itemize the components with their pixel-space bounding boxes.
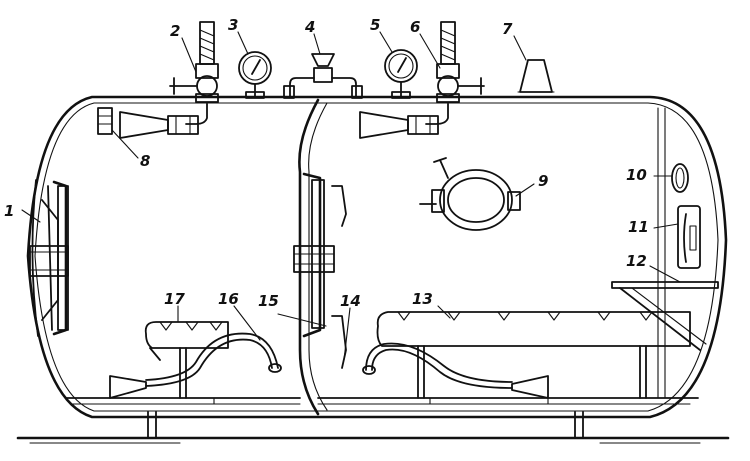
floor <box>16 436 730 444</box>
chamber-hull <box>26 95 728 419</box>
shelf-table <box>611 281 719 351</box>
callout-11: 11 <box>628 218 649 236</box>
callout-2: 2 <box>170 22 180 40</box>
pressure-gauge-left <box>238 51 272 99</box>
air-diffuser-right <box>359 111 439 139</box>
bulkhead <box>298 98 328 416</box>
breathing-hose-right <box>362 342 549 399</box>
callout-4: 4 <box>304 18 315 36</box>
callout-5: 5 <box>370 16 380 34</box>
ceiling-lamp <box>97 107 113 135</box>
breathing-hose-left <box>109 332 282 399</box>
callout-1: 1 <box>4 202 14 220</box>
callout-6: 6 <box>410 18 420 36</box>
entrance-hatch <box>29 179 69 337</box>
pressure-gauge-right <box>384 49 418 99</box>
callout-17: 17 <box>164 290 185 308</box>
inner-door <box>293 172 347 369</box>
callout-3: 3 <box>228 16 238 34</box>
callout-10: 10 <box>626 166 647 184</box>
right-end-structure <box>657 107 666 399</box>
callout-labels: 1 2 3 4 5 6 7 8 9 10 11 12 13 14 15 16 1… <box>4 16 649 310</box>
inlet-valve-left <box>169 21 219 125</box>
callout-9: 9 <box>538 172 548 190</box>
callout-15: 15 <box>258 292 279 310</box>
leader-lines <box>21 31 681 361</box>
callout-7: 7 <box>502 20 513 38</box>
inlet-valve-right <box>425 21 485 125</box>
callout-14: 14 <box>340 292 361 310</box>
callout-13: 13 <box>412 290 433 308</box>
inner-floor <box>65 397 699 405</box>
callout-16: 16 <box>218 290 239 308</box>
callout-12: 12 <box>626 252 647 270</box>
exhaust-cone <box>517 59 555 93</box>
porthole <box>419 157 521 231</box>
seat <box>144 321 229 399</box>
air-diffuser-left <box>119 111 199 139</box>
bed <box>376 311 691 399</box>
central-valve <box>283 53 363 99</box>
telephone <box>677 205 701 269</box>
callout-8: 8 <box>140 152 150 170</box>
wall-instrument <box>671 163 689 193</box>
